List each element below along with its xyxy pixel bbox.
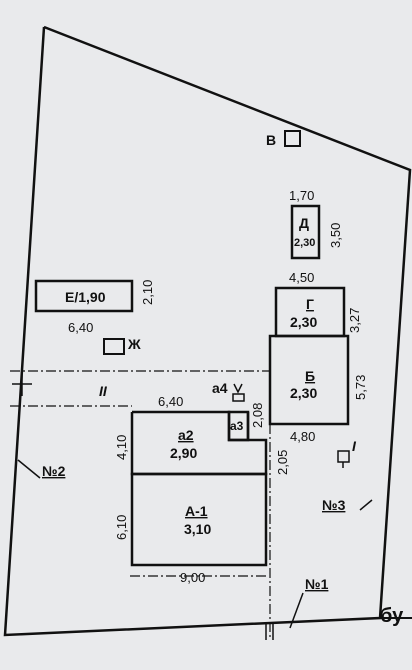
e-width-dim: 6,40 <box>68 320 93 335</box>
label-roman-two: II <box>99 383 108 399</box>
d-height: 2,30 <box>294 237 315 249</box>
label-no3: №3 <box>322 497 346 513</box>
g-name: Г <box>306 296 314 312</box>
a2-height: 2,90 <box>170 445 197 461</box>
building-d <box>290 204 321 260</box>
e-height-dim: 2,10 <box>140 280 155 305</box>
no3-leader <box>359 499 373 511</box>
a1-name: А-1 <box>185 503 208 519</box>
a4-box <box>232 393 245 402</box>
a2-name: а2 <box>178 427 194 443</box>
label-no2: №2 <box>42 463 66 479</box>
building-a1 <box>130 472 268 567</box>
g-height: 2,30 <box>290 314 317 330</box>
v-square <box>284 130 301 147</box>
d-name: Д <box>299 215 309 231</box>
a3-name: а3 <box>230 419 244 433</box>
d-length-dim: 3,50 <box>328 223 343 248</box>
a4-name: а4 <box>212 380 228 396</box>
a3-length-dim: 2,08 <box>250 403 265 428</box>
label-no1: №1 <box>305 576 329 592</box>
g-length-dim: 3,27 <box>347 308 362 333</box>
label-zh: Ж <box>127 336 141 352</box>
a3-side-dim: 2,05 <box>275 450 290 475</box>
street-label: бу <box>380 605 404 627</box>
b-height: 2,30 <box>290 385 317 401</box>
label-v: В <box>266 132 276 148</box>
building-a2 <box>130 410 268 476</box>
b-width-dim: 4,80 <box>290 429 315 444</box>
a1-width-dim: 9,00 <box>180 570 205 585</box>
no2-leader <box>17 459 41 479</box>
g-width-dim: 4,50 <box>289 270 314 285</box>
d-width-dim: 1,70 <box>289 188 314 203</box>
a1-length-dim: 6,10 <box>114 515 129 540</box>
label-roman-one: I <box>352 438 357 454</box>
building-e <box>34 279 134 313</box>
zh-square <box>103 338 125 355</box>
b-name: Б <box>305 368 315 384</box>
e-name: Е/1,90 <box>65 289 106 305</box>
a2-width-dim: 6,40 <box>158 394 183 409</box>
b-length-dim: 5,73 <box>353 375 368 400</box>
building-b <box>268 334 350 426</box>
a1-height: 3,10 <box>184 521 211 537</box>
i-square <box>337 450 350 463</box>
a2-length-dim: 4,10 <box>114 435 129 460</box>
a4-marker <box>233 383 243 394</box>
no1-leader <box>289 592 304 629</box>
